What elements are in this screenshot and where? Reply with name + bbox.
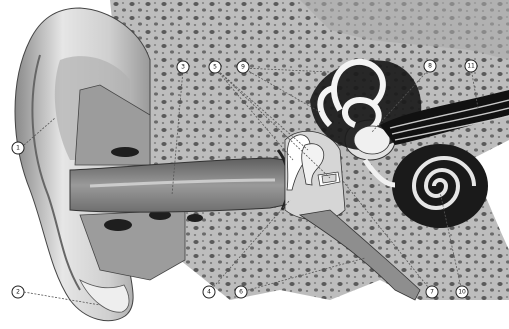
gland-dark-4 [187, 214, 203, 222]
callout-6-label: 6 [239, 289, 243, 296]
callout-1-label: 1 [16, 145, 20, 152]
callout-5: 5 [209, 61, 221, 73]
callout-8: 8 [424, 60, 436, 72]
callout-9-label: 9 [241, 64, 245, 71]
callout-2-label: 2 [16, 289, 20, 296]
callout-11-label: 11 [467, 63, 475, 70]
callout-5-label: 5 [213, 64, 217, 71]
gland-dark-2 [104, 219, 132, 231]
callout-3: 3 [177, 61, 189, 73]
gland-dark-1 [111, 147, 139, 157]
callout-1: 1 [12, 142, 24, 154]
callout-7: 7 [426, 286, 438, 298]
callout-7-label: 7 [430, 289, 434, 296]
callout-6: 6 [235, 286, 247, 298]
callout-3-label: 3 [181, 64, 185, 71]
callout-4: 4 [203, 286, 215, 298]
callout-11: 11 [465, 60, 477, 72]
callout-9: 9 [237, 61, 249, 73]
callout-4-label: 4 [207, 289, 211, 296]
callout-2: 2 [12, 286, 24, 298]
callout-8-label: 8 [428, 63, 432, 70]
callout-10: 10 [456, 286, 468, 298]
callout-10-label: 10 [458, 289, 466, 296]
